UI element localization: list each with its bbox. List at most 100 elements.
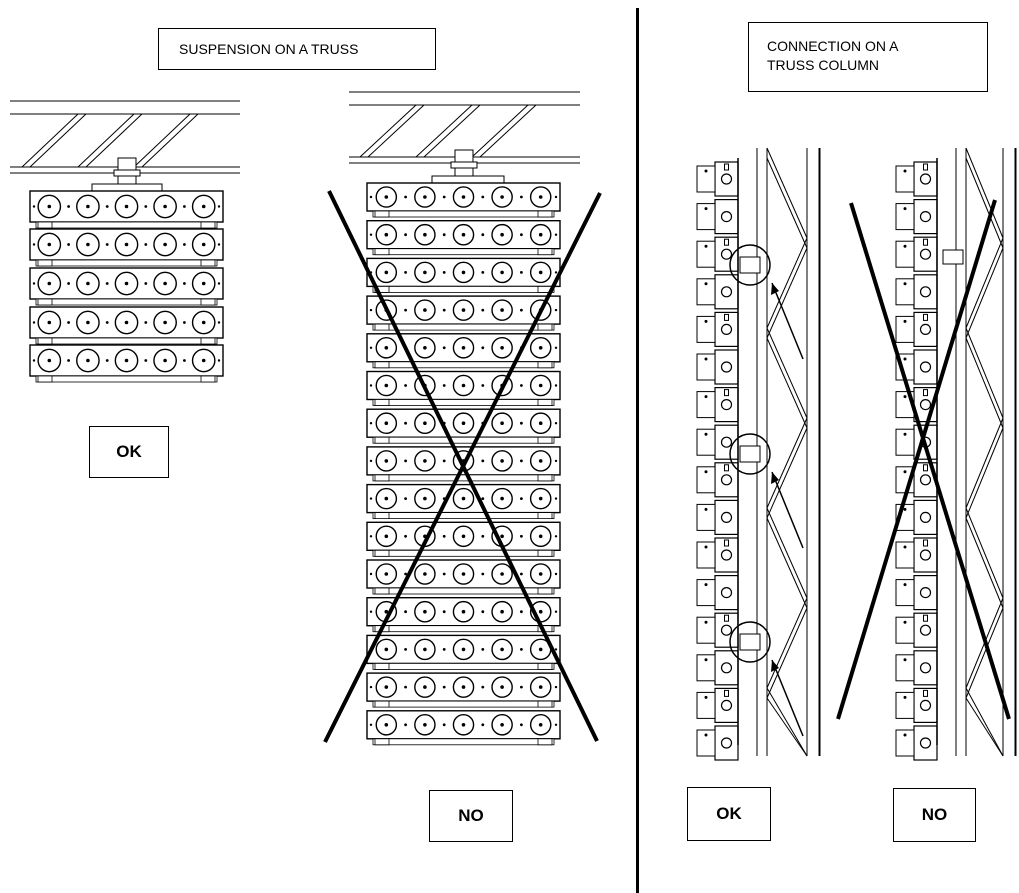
- fixture-module: [895, 236, 938, 272]
- fixture-dot: [404, 459, 407, 463]
- lens-center: [423, 232, 427, 237]
- module-knob: [919, 737, 932, 749]
- fixture-bar: [366, 257, 561, 293]
- fixture-dot: [183, 205, 186, 208]
- clamp-highlight: [729, 433, 804, 549]
- fixture-dot: [520, 384, 523, 387]
- fixture-dot: [144, 359, 148, 362]
- truss-diagonal: [133, 113, 191, 168]
- lens-center: [423, 421, 427, 426]
- lens-center: [201, 320, 206, 325]
- lens-center: [423, 195, 427, 199]
- fixture-latch: [37, 375, 53, 383]
- fixture-dot: [369, 384, 373, 387]
- lens-center: [384, 270, 389, 275]
- lens-center: [500, 195, 504, 199]
- lens-center: [124, 204, 129, 209]
- fixture-dot: [404, 233, 407, 237]
- fixture-bar: [366, 521, 561, 557]
- bracket-screw: [704, 432, 708, 436]
- lens-center: [461, 346, 466, 350]
- truss-clamp-band: [450, 161, 478, 169]
- fixture-dot: [144, 205, 148, 208]
- bracket-screw: [903, 319, 907, 323]
- fixture-dot: [217, 321, 221, 324]
- lens-center: [461, 383, 466, 388]
- fixture-dot: [369, 459, 373, 463]
- lens-center: [384, 383, 389, 388]
- fixture-latch: [374, 700, 390, 708]
- horizontal-truss-ok: [10, 100, 240, 187]
- arrowhead: [771, 283, 779, 295]
- module-knob: [720, 361, 733, 373]
- column-diagonal: [965, 147, 1004, 239]
- module-knob: [720, 323, 733, 335]
- fixture-dot: [404, 648, 407, 651]
- column-no-label: NO: [921, 805, 948, 824]
- fixture-module: [895, 199, 938, 235]
- lens-center: [538, 609, 543, 614]
- fixture-link: [372, 549, 555, 557]
- lens-center: [384, 459, 389, 463]
- lens-center: [201, 242, 206, 247]
- fixture-module: [696, 687, 739, 724]
- lens-center: [538, 232, 543, 237]
- fixture-latch: [374, 436, 390, 444]
- lens-center: [500, 647, 504, 652]
- fixture-module: [696, 424, 739, 460]
- fixture-link: [372, 323, 555, 331]
- fixture-dot: [520, 308, 523, 312]
- fixture-dot: [554, 384, 558, 387]
- module-knob: [919, 361, 932, 373]
- column-diagonal: [965, 687, 1004, 757]
- suspension-ok-label: OK: [116, 442, 142, 461]
- module-knob: [919, 173, 932, 185]
- lens-center: [538, 270, 543, 275]
- column-diagonal: [965, 507, 1004, 599]
- fixture-latch: [537, 700, 553, 708]
- fixture-dot: [369, 346, 373, 349]
- bracket-screw: [903, 244, 907, 248]
- module-bracket: [696, 391, 716, 419]
- fixture-dot: [481, 610, 485, 614]
- bracket-screw: [903, 470, 907, 474]
- lens-center: [500, 572, 504, 576]
- fixture-dot: [217, 243, 221, 246]
- lens-center: [538, 647, 543, 652]
- fixture-module: [895, 725, 938, 761]
- fixture-link: [35, 375, 218, 383]
- lens-center: [538, 572, 543, 576]
- fixture-dot: [369, 195, 373, 199]
- column-diagonal: [766, 597, 808, 689]
- fixture-dot: [554, 459, 558, 463]
- cross-stroke: [849, 202, 1011, 720]
- fixture-latch: [537, 549, 553, 557]
- fixture-link: [372, 512, 555, 519]
- fixture-latch: [374, 663, 390, 670]
- module-knob: [919, 549, 932, 561]
- fixture-dot: [32, 321, 36, 324]
- fixture-dot: [404, 308, 407, 312]
- fixture-module: [895, 650, 938, 686]
- cross-stroke: [323, 192, 602, 743]
- fixture-module: [696, 499, 739, 535]
- module-bracket: [895, 541, 915, 569]
- fixture-dot: [183, 359, 186, 362]
- module-knob: [919, 286, 932, 298]
- lens-center: [163, 320, 167, 325]
- bracket-screw: [704, 695, 708, 699]
- fixture-dot: [481, 572, 485, 576]
- module-knob: [919, 399, 932, 411]
- module-pin: [724, 313, 729, 321]
- lens-center: [538, 496, 543, 501]
- truss-diagonal: [423, 104, 481, 158]
- fixture-dot: [105, 243, 109, 246]
- fixture-latch: [537, 663, 553, 670]
- module-bracket: [696, 691, 716, 719]
- fixture-dot: [520, 685, 523, 689]
- module-pin: [923, 689, 928, 697]
- lens-center: [538, 195, 543, 199]
- suspension-title: SUSPENSION ON A TRUSS: [179, 40, 359, 57]
- column-diagonal: [965, 607, 1004, 699]
- truss-diagonal: [479, 104, 537, 158]
